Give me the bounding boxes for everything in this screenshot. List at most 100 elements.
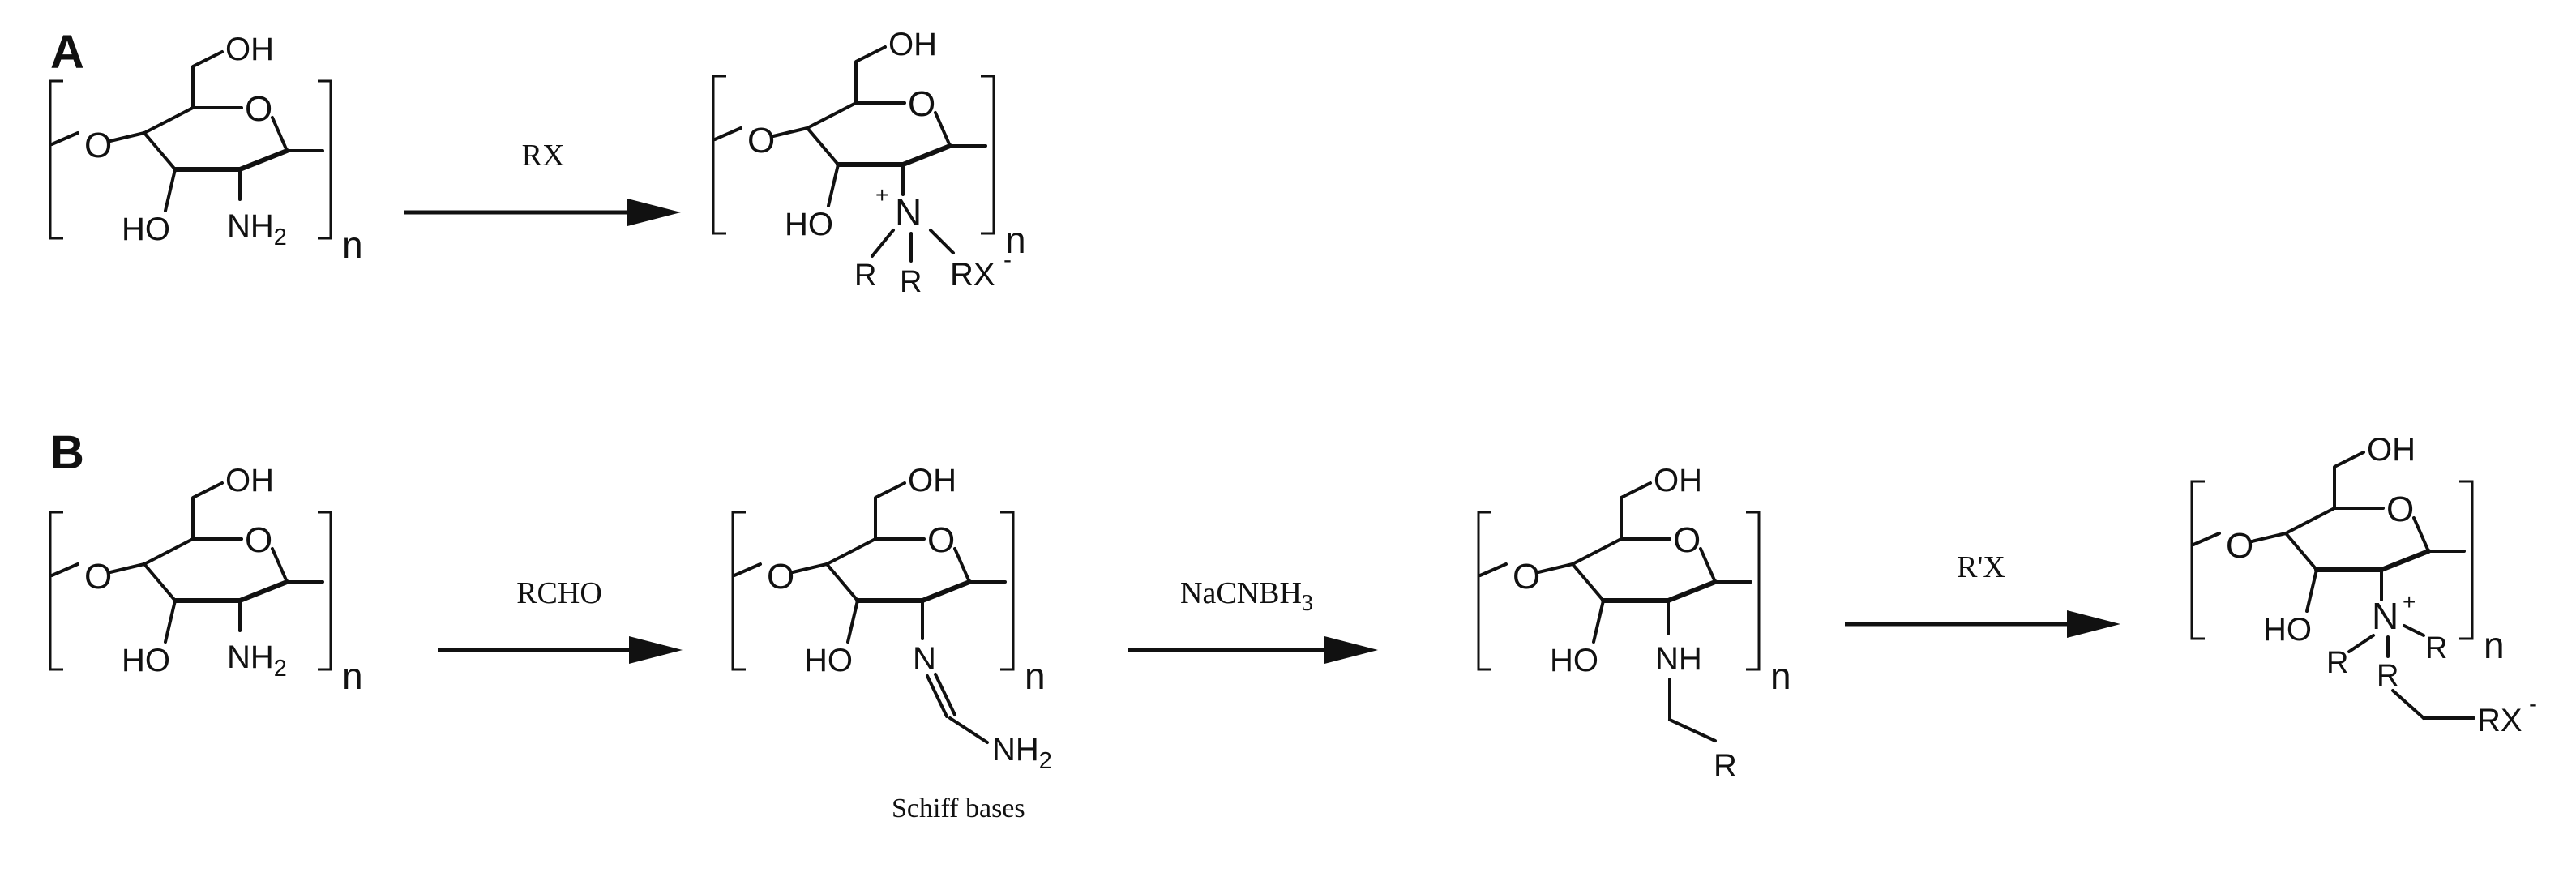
bracket-left bbox=[1477, 511, 1491, 671]
ring-bond bbox=[143, 106, 195, 135]
amine-nh-text: NH bbox=[227, 208, 274, 244]
hydroxyl-label-c3: HO bbox=[1550, 643, 1598, 678]
ring-bond bbox=[901, 143, 952, 167]
panel-label-b: B bbox=[50, 426, 84, 479]
bracket-left bbox=[49, 511, 63, 671]
subscript-2: 2 bbox=[1039, 748, 1052, 774]
ring-bond bbox=[237, 579, 289, 603]
bracket-left bbox=[49, 79, 63, 240]
bracket-left bbox=[731, 511, 746, 671]
glycosidic-bond-left bbox=[713, 126, 742, 141]
hydroxyl-label-c3: HO bbox=[122, 643, 170, 678]
arrow-head bbox=[1324, 636, 1378, 664]
bracket-right bbox=[1746, 511, 1761, 671]
ring-oxygen: O bbox=[245, 89, 272, 129]
repeat-n-label: n bbox=[342, 655, 363, 697]
repeat-n-label: n bbox=[1005, 219, 1026, 261]
r-group-label: R bbox=[2425, 631, 2447, 665]
arrow-head bbox=[627, 199, 681, 226]
hydroxyl-label-c6: OH bbox=[225, 463, 274, 498]
ring-bond bbox=[2284, 532, 2318, 571]
rx-counterion-label: RX bbox=[2477, 703, 2523, 738]
repeat-n-label: n bbox=[1770, 655, 1791, 697]
bracket-right bbox=[318, 79, 332, 240]
c3-oh-bond bbox=[2305, 568, 2318, 613]
hydroxyl-label-c6: OH bbox=[225, 32, 274, 67]
ammonium-n-label: N bbox=[2372, 595, 2398, 637]
hydroxyl-label-c3: HO bbox=[804, 643, 853, 678]
ch2oh-bond bbox=[854, 45, 887, 105]
ring-bond bbox=[2379, 549, 2431, 572]
reaction-arrow-nacnbh3: NaCNBH3 bbox=[1128, 576, 1378, 664]
glycosidic-bond-left bbox=[50, 562, 79, 577]
n-r-bond bbox=[871, 229, 895, 258]
imine-n-label: N bbox=[913, 641, 936, 677]
imine-double-bond bbox=[926, 674, 948, 718]
subscript-2: 2 bbox=[274, 656, 287, 682]
ring-bond bbox=[806, 101, 858, 130]
ring-bond bbox=[934, 111, 952, 148]
rx-counterion-label: RX bbox=[950, 257, 995, 293]
o-c4-bond bbox=[109, 131, 146, 143]
arrow-head bbox=[629, 636, 683, 664]
glycosidic-bond-left bbox=[2192, 532, 2221, 546]
n-r-bond bbox=[2403, 624, 2425, 637]
schiff-bases-caption: Schiff bases bbox=[892, 793, 1025, 823]
ring-bond bbox=[953, 547, 971, 584]
ring-oxygen: O bbox=[245, 520, 272, 560]
ch2oh-bond bbox=[874, 481, 906, 541]
o-c4-bond bbox=[1537, 562, 1574, 574]
bracket-left bbox=[2190, 480, 2205, 640]
chitosan-unit: O O OH HO n NH2 bbox=[49, 32, 363, 266]
ch2oh-bond bbox=[1620, 481, 1652, 541]
c-nh2-bond bbox=[948, 716, 989, 744]
r-group-label: R bbox=[2326, 646, 2348, 680]
ring-bond bbox=[237, 148, 289, 172]
glycosidic-bond-left bbox=[733, 562, 762, 577]
ring-bond bbox=[143, 562, 177, 602]
ring-bond bbox=[1571, 537, 1623, 566]
amino-group-label: NH2 bbox=[227, 208, 287, 250]
c3-oh-bond bbox=[827, 163, 840, 207]
imine-amine-label: NH2 bbox=[992, 732, 1052, 774]
o-c4-bond bbox=[791, 562, 828, 574]
repeat-n-label: n bbox=[342, 224, 363, 266]
hydroxyl-label-c3: HO bbox=[122, 212, 170, 247]
subscript-2: 2 bbox=[274, 225, 287, 250]
bracket-right bbox=[1000, 511, 1015, 671]
glycosidic-oxygen: O bbox=[84, 557, 112, 597]
ring-bond bbox=[825, 537, 877, 566]
negative-charge: - bbox=[2529, 691, 2537, 717]
hydroxyl-label-c6: OH bbox=[908, 463, 956, 498]
n-r-bond bbox=[2347, 634, 2375, 653]
ring-bond bbox=[806, 126, 840, 166]
negative-charge: - bbox=[1003, 246, 1012, 273]
c3-oh-bond bbox=[164, 168, 177, 212]
reagent-label: RCHO bbox=[516, 576, 602, 610]
hydroxyl-label-c6: OH bbox=[1654, 463, 1702, 498]
ch2oh-bond bbox=[191, 481, 224, 541]
reaction-arrow-rcho: RCHO bbox=[438, 576, 683, 664]
reagent-label: RX bbox=[522, 139, 565, 173]
hydroxyl-label-c3: HO bbox=[2263, 612, 2312, 648]
ring-oxygen: O bbox=[927, 520, 955, 560]
ring-bond bbox=[143, 537, 195, 566]
glycosidic-bond-left bbox=[50, 131, 79, 146]
ring-bond bbox=[2412, 516, 2430, 553]
ring-bond bbox=[271, 116, 289, 152]
ring-oxygen: O bbox=[2386, 490, 2414, 529]
r-group-label: R bbox=[2377, 659, 2398, 693]
ring-bond bbox=[825, 562, 859, 602]
hydroxyl-label-c6: OH bbox=[2367, 432, 2416, 468]
ring-bond bbox=[143, 131, 177, 171]
amine-nh-text: NH bbox=[992, 732, 1039, 768]
glycosidic-oxygen: O bbox=[84, 126, 112, 165]
hydroxyl-label-c6: OH bbox=[888, 27, 937, 62]
reagent-label: NaCNBH3 bbox=[1180, 576, 1313, 616]
bracket-left bbox=[712, 75, 726, 235]
